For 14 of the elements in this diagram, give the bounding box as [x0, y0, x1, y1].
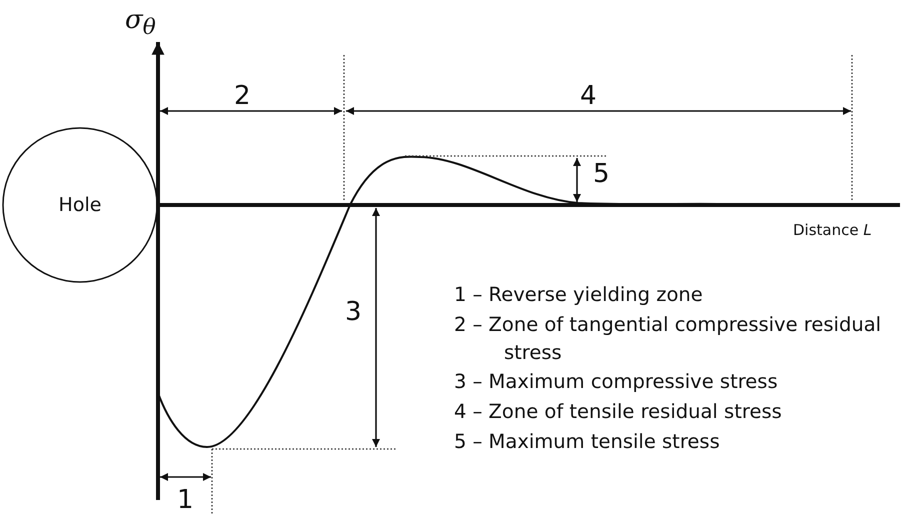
- legend-text: 5 – Maximum tensile stress: [454, 431, 720, 452]
- dimension-label: 4: [580, 82, 597, 111]
- hole-label: Hole: [58, 194, 102, 216]
- dimension-label: 2: [234, 82, 251, 111]
- dimension-label: 3: [345, 298, 362, 327]
- dimension-label: 1: [177, 486, 194, 515]
- axis-label: σ$_{θ}$: [125, 6, 156, 40]
- legend-text: 1 – Reverse yielding zone: [454, 284, 703, 306]
- legend-text: 4 – Zone of tensile residual stress: [454, 401, 782, 422]
- legend-text: 2 – Zone of tangential compressive residual stress: [454, 312, 882, 366]
- hole-circle: [2, 127, 158, 283]
- legend-text: 3 – Maximum compressive stress: [454, 371, 778, 392]
- dimension-label: 5: [593, 160, 610, 189]
- axis-label: Distance L: [793, 222, 872, 238]
